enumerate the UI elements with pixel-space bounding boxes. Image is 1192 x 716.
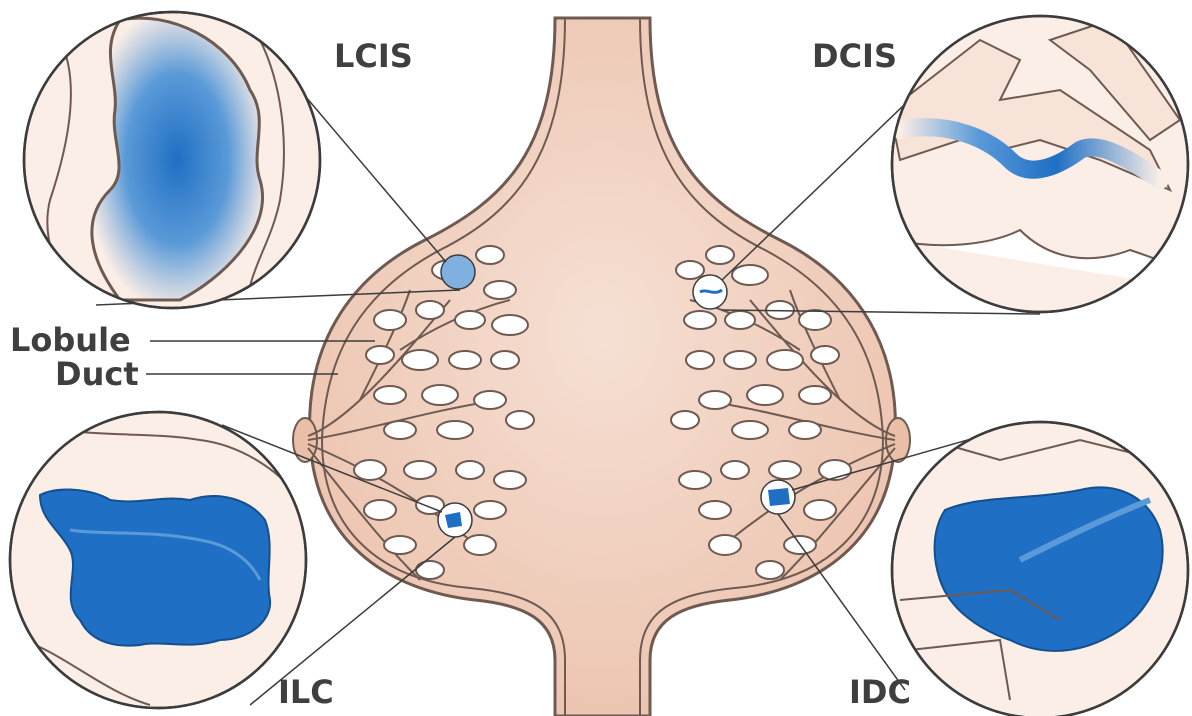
idc-magnified-view — [892, 422, 1188, 716]
breast-body — [293, 18, 910, 716]
duct-label: Duct — [55, 358, 139, 390]
lcis-magnified-view — [24, 12, 320, 320]
lcis-marker — [441, 255, 475, 289]
dcis-label: DCIS — [812, 40, 897, 72]
dcis-magnified-view — [890, 16, 1192, 312]
lobule-label: Lobule — [10, 324, 131, 356]
ilc-magnified-view — [10, 412, 306, 708]
ilc-label: ILC — [278, 676, 334, 708]
idc-label: IDC — [849, 676, 911, 708]
lcis-label: LCIS — [334, 40, 413, 72]
